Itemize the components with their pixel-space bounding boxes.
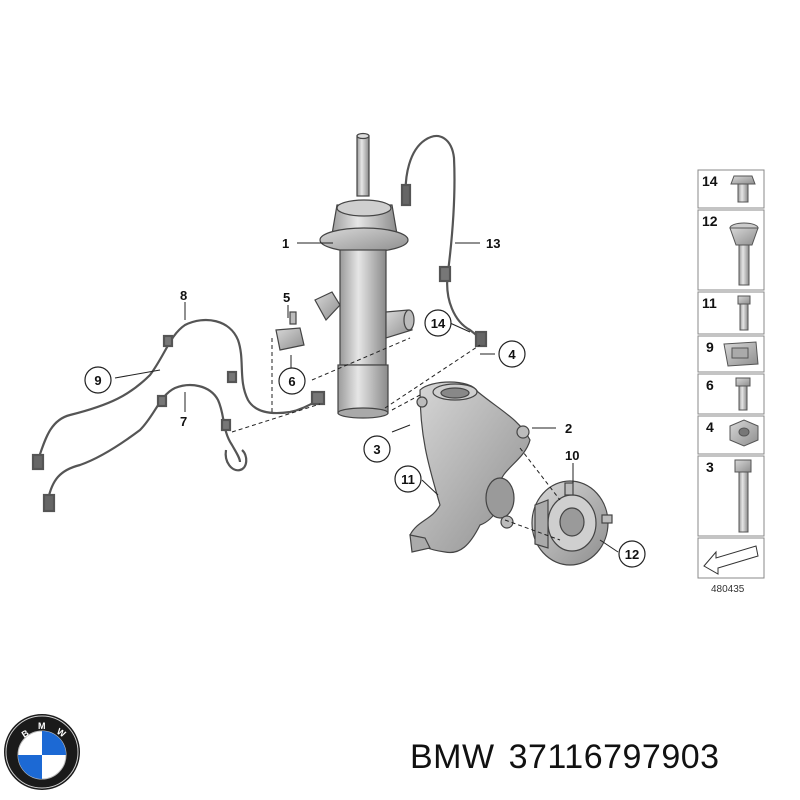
caption-brand: BMW <box>410 738 495 776</box>
svg-text:3: 3 <box>373 442 380 457</box>
legend-box-3 <box>697 455 765 537</box>
clip-icon <box>723 341 759 367</box>
hex-nut-icon <box>729 419 759 447</box>
callout-4: 4 <box>498 340 526 368</box>
svg-text:14: 14 <box>431 316 446 331</box>
callout-6: 6 <box>278 367 306 395</box>
legend-box-12 <box>697 209 765 291</box>
wheel-hub-bearing <box>531 480 613 566</box>
caption-part-number: 37116797903 <box>508 738 720 776</box>
legend-box-6 <box>697 373 765 415</box>
direction-arrow-icon <box>703 545 759 575</box>
legend-num-14: 14 <box>702 173 718 189</box>
hardware-icons <box>703 175 759 575</box>
svg-text:M: M <box>38 721 46 731</box>
callout-3: 3 <box>363 435 391 463</box>
callout-11: 11 <box>394 465 422 493</box>
legend-num-3: 3 <box>706 459 714 475</box>
callout-10: 10 <box>565 448 579 463</box>
brake-pad-wear-sensor-cable <box>400 134 488 348</box>
callout-14: 14 <box>424 309 452 337</box>
leader-lines <box>114 242 619 553</box>
hardware-legend <box>697 169 765 579</box>
shock-absorber-strut <box>314 132 415 419</box>
callout-5: 5 <box>283 290 290 305</box>
legend-num-11: 11 <box>702 295 717 311</box>
legend-num-6: 6 <box>706 377 714 393</box>
long-bolt-icon <box>734 459 752 533</box>
hardware-legend-labels: 14 12 11 9 6 4 3 <box>702 173 718 475</box>
callout-1: 1 <box>282 236 289 251</box>
bmw-logo: B M W <box>4 714 80 790</box>
callout-2: 2 <box>565 421 572 436</box>
part-caption: BMW 37116797903 <box>410 738 720 777</box>
callout-12: 12 <box>618 540 646 568</box>
steering-knuckle <box>409 381 531 554</box>
callout-9: 9 <box>84 366 112 394</box>
legend-num-12: 12 <box>702 213 718 229</box>
callout-8: 8 <box>180 288 187 303</box>
svg-text:9: 9 <box>94 373 101 388</box>
hex-bolt-small-icon <box>735 377 751 411</box>
hex-bolt-icon <box>737 295 751 331</box>
svg-text:6: 6 <box>288 374 295 389</box>
wheel-speed-sensor-cables <box>31 318 326 513</box>
svg-text:12: 12 <box>625 547 639 562</box>
reference-code: 480435 <box>711 584 745 595</box>
washer-bolt-icon <box>729 222 759 286</box>
svg-text:11: 11 <box>401 472 415 487</box>
callout-7: 7 <box>180 414 187 429</box>
sensor-bracket <box>275 311 305 351</box>
legend-num-9: 9 <box>706 339 714 355</box>
callout-labels: 1 13 8 5 7 2 10 9 6 14 4 3 11 <box>84 236 646 568</box>
legend-box-11 <box>697 291 765 335</box>
legend-num-4: 4 <box>706 419 714 435</box>
callout-13: 13 <box>486 236 500 251</box>
flange-bolt-icon <box>730 175 756 203</box>
svg-text:B: B <box>20 728 31 740</box>
legend-box-14 <box>697 169 765 209</box>
svg-text:4: 4 <box>508 347 516 362</box>
